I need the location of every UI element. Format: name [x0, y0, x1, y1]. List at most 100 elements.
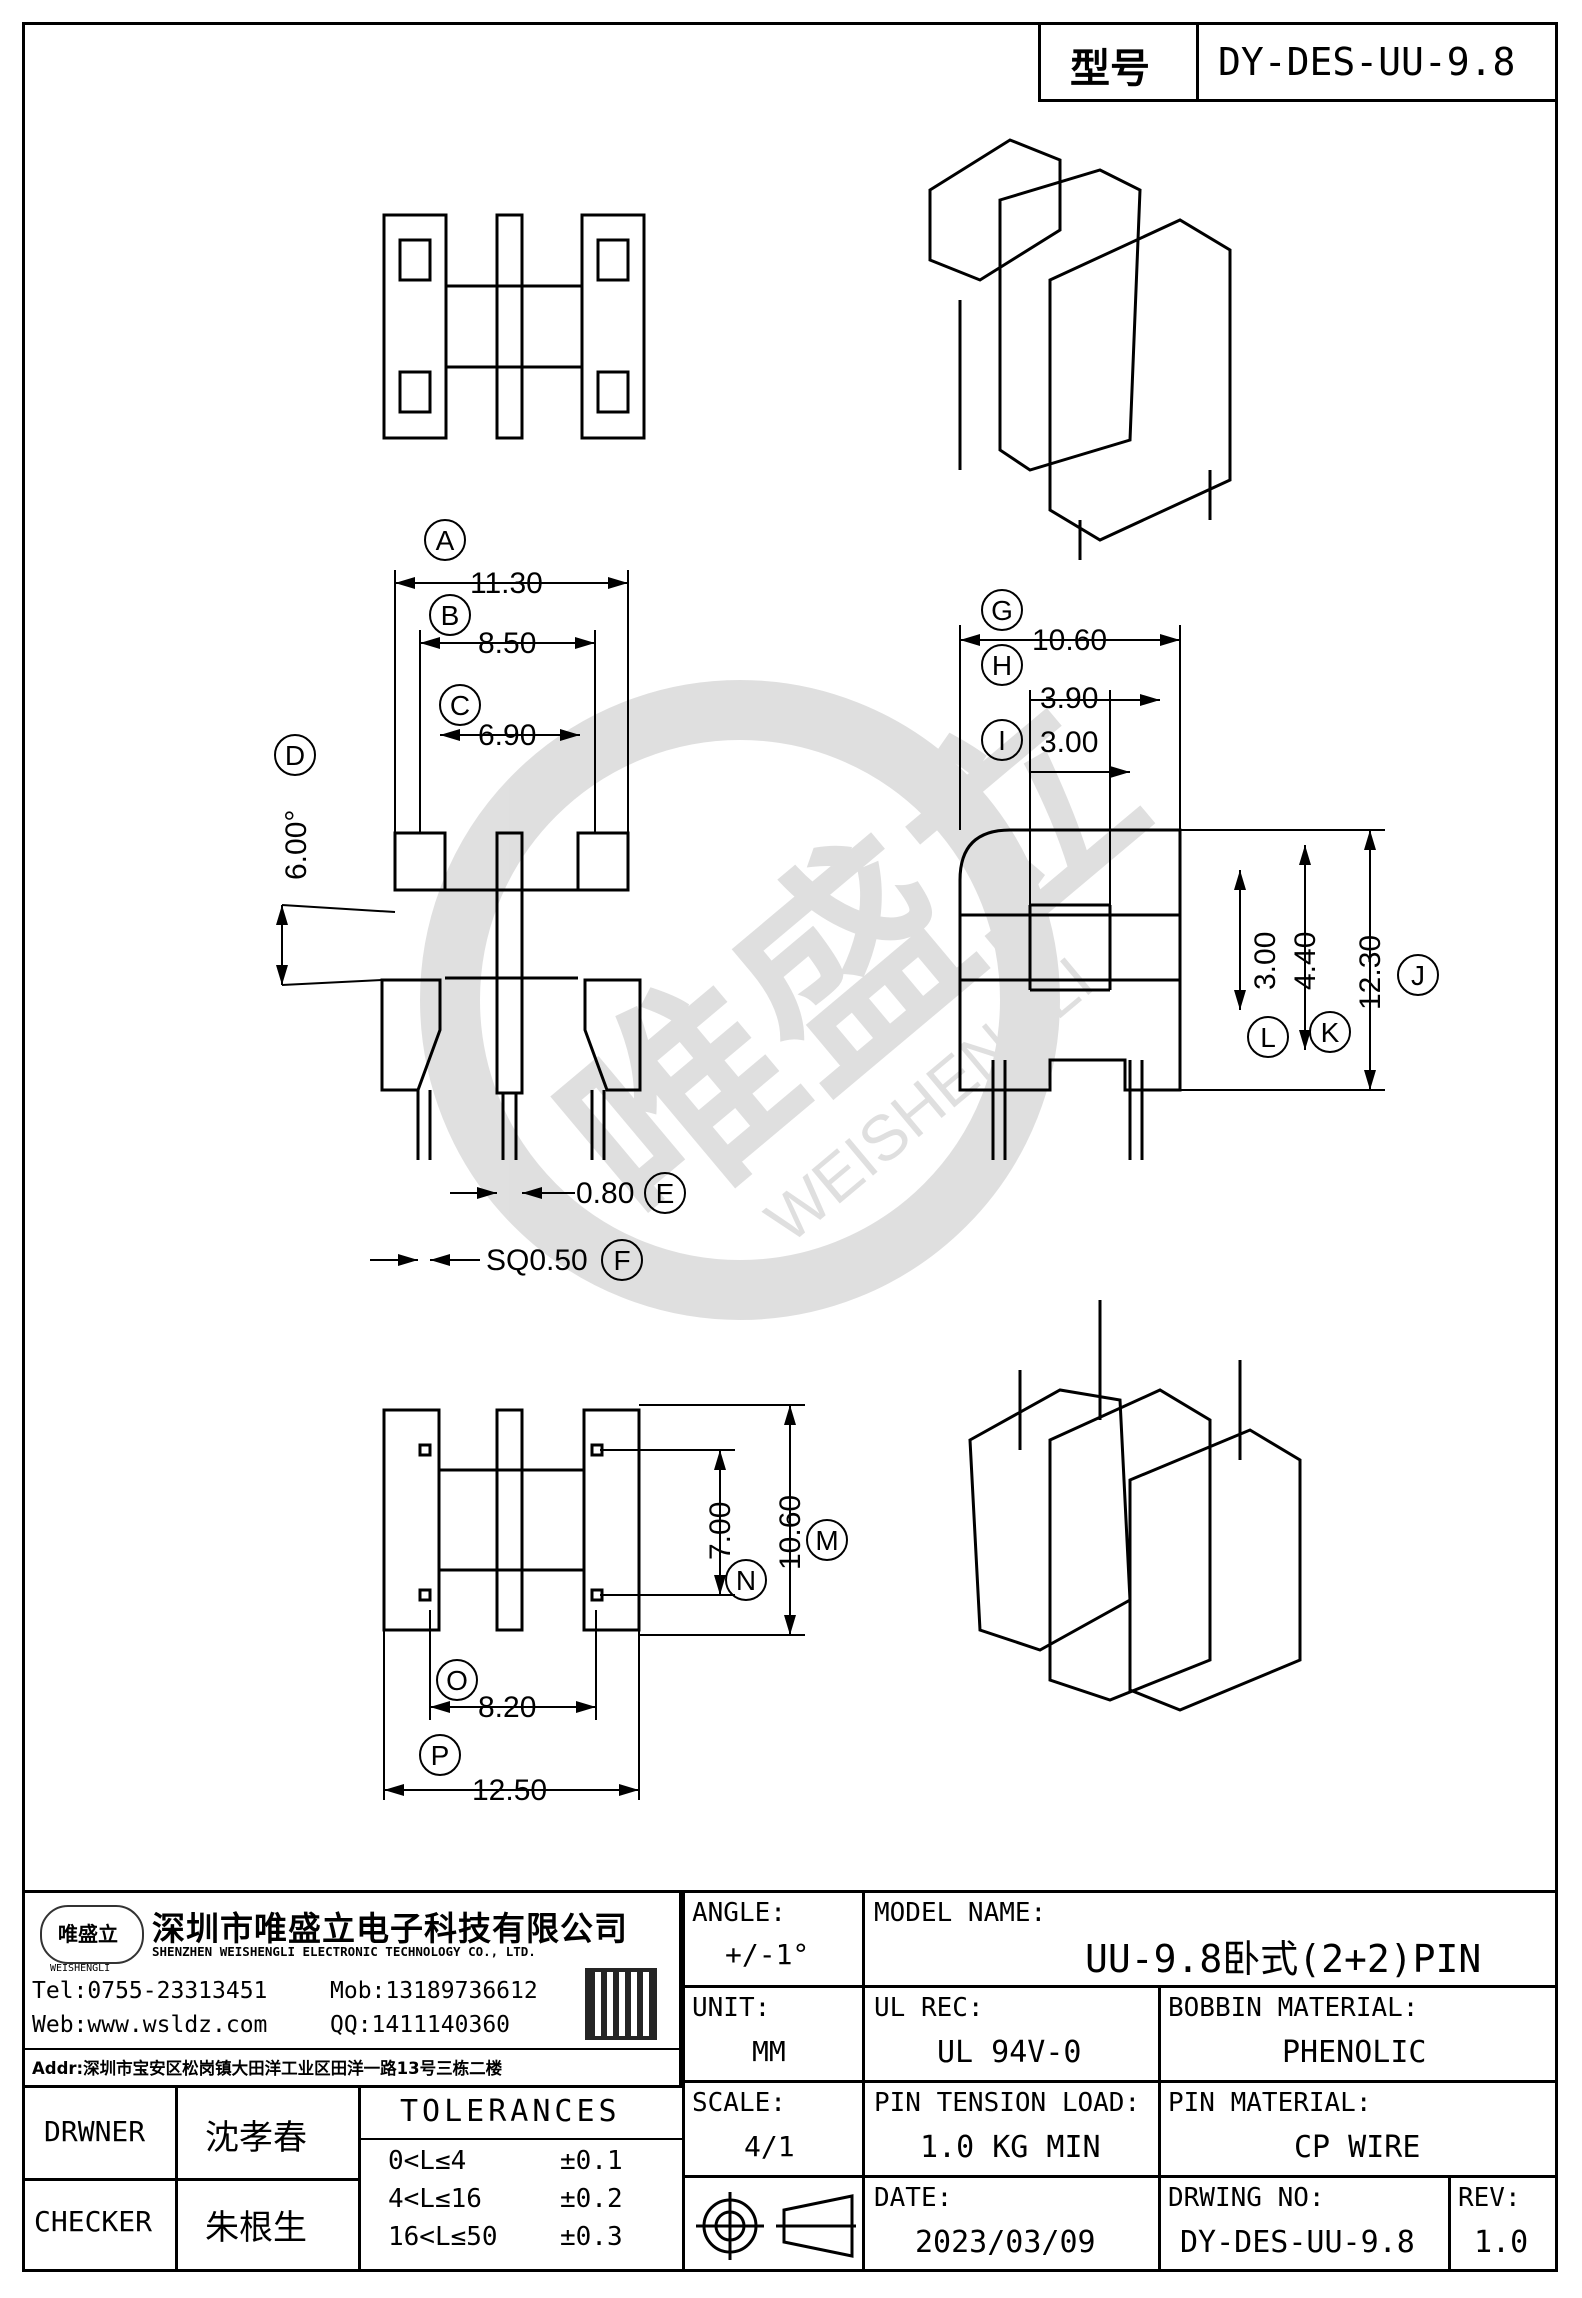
- company-addr: Addr:深圳市宝安区松岗镇大田洋工业区田洋一路13号三栋二楼: [32, 2059, 503, 2078]
- dim-H: 3.90: [1040, 682, 1098, 715]
- label-J: J: [1411, 960, 1425, 991]
- date-label: DATE:: [874, 2183, 953, 2213]
- drawer-col-line: [175, 2085, 178, 2272]
- company-logo-text: 唯盛立: [58, 1922, 118, 1946]
- dim-J: 12.30: [1354, 935, 1387, 1010]
- iso-view-bottom: [968, 1300, 1302, 1712]
- label-K: K: [1321, 1017, 1340, 1048]
- dim-N: 7.00: [704, 1502, 737, 1560]
- dim-L: 3.00: [1249, 932, 1282, 990]
- bobbin-label: BOBBIN MATERIAL:: [1168, 1993, 1419, 2023]
- company-qq: QQ:1411140360: [330, 2012, 511, 2038]
- dim-D: 6.00°: [280, 810, 313, 880]
- company-logo: [40, 1905, 144, 1964]
- grid-v4: [1448, 2175, 1451, 2272]
- top-view: [382, 213, 646, 440]
- company-name-cn: 深圳市唯盛立电子科技有限公司: [152, 1909, 628, 1948]
- tolerance-range: 0<L≤4: [388, 2146, 467, 2176]
- dim-M: 10.60: [774, 1495, 807, 1570]
- angle-value: +/-1°: [725, 1938, 810, 1971]
- qr-code: [585, 1968, 657, 2040]
- rev-label: REV:: [1458, 2183, 1521, 2213]
- model-name-label: MODEL NAME:: [874, 1898, 1047, 1928]
- drawer-value: 沈孝春: [205, 2118, 307, 2158]
- label-N: N: [736, 1565, 756, 1596]
- drawing-sheet: [22, 22, 1558, 2272]
- tolerance-value: ±0.3: [560, 2222, 623, 2252]
- label-A: A: [436, 525, 455, 556]
- header-model-box: [1038, 22, 1558, 102]
- company-mob: Mob:13189736612: [330, 1978, 538, 2004]
- pin-material-value: CP WIRE: [1294, 2130, 1421, 2165]
- company-name-en: SHENZHEN WEISHENGLI ELECTRONIC TECHNOLOG…: [152, 1944, 536, 1959]
- label-I: I: [998, 725, 1006, 756]
- company-tel: Tel:0755-23313451: [32, 1978, 268, 2004]
- model-name-value: UU-9.8卧式(2+2)PIN: [1085, 1937, 1482, 1981]
- scale-value: 4/1: [744, 2130, 795, 2163]
- label-C: C: [450, 690, 470, 721]
- rev-value: 1.0: [1474, 2225, 1529, 2260]
- dim-E: 0.80: [576, 1177, 634, 1210]
- tolerances-label: TOLERANCES: [400, 2094, 621, 2129]
- drawer-label: DRWNER: [44, 2115, 146, 2148]
- technical-drawing: 唯盛立 WEISHENGLI: [274, 138, 1439, 1807]
- dim-B: 8.50: [478, 627, 536, 660]
- label-L: L: [1260, 1022, 1276, 1053]
- tolerance-range: 4<L≤16: [388, 2184, 482, 2214]
- ul-rec-value: UL 94V-0: [937, 2035, 1082, 2070]
- grid-h1: [682, 1985, 1558, 1988]
- iso-view-top: [928, 138, 1232, 560]
- unit-value: MM: [752, 2035, 786, 2068]
- pin-material-label: PIN MATERIAL:: [1168, 2088, 1372, 2118]
- pin-tension-value: 1.0 KG MIN: [920, 2130, 1101, 2165]
- angle-label: ANGLE:: [692, 1898, 786, 1928]
- label-B: B: [441, 600, 460, 631]
- bottom-view: [382, 1408, 641, 1632]
- dim-C: 6.90: [478, 719, 536, 752]
- dim-K: 4.40: [1289, 932, 1322, 990]
- scale-label: SCALE:: [692, 2088, 786, 2118]
- dim-A: 11.30: [470, 567, 543, 600]
- checker-value: 朱根生: [205, 2208, 307, 2248]
- checker-label: CHECKER: [34, 2205, 153, 2238]
- drawing-no-value: DY-DES-UU-9.8: [1180, 2225, 1415, 2260]
- projection-symbol: [696, 2192, 856, 2260]
- label-P: P: [431, 1740, 450, 1771]
- dim-I: 3.00: [1040, 726, 1098, 759]
- company-logo-sub: WEISHENGLI: [50, 1963, 111, 1974]
- label-G: G: [991, 595, 1013, 626]
- dim-F: SQ0.50: [486, 1244, 588, 1277]
- grid-v3: [1158, 1985, 1161, 2272]
- company-web: Web:www.wsldz.com: [32, 2012, 268, 2038]
- drawer-row-line: [22, 2085, 682, 2088]
- grid-h3: [682, 2175, 1558, 2178]
- dim-P: 12.50: [472, 1774, 547, 1807]
- label-H: H: [992, 650, 1012, 681]
- label-M: M: [815, 1525, 838, 1556]
- label-E: E: [656, 1178, 675, 1209]
- tolerance-range: 16<L≤50: [388, 2222, 498, 2252]
- header-divider: [1196, 22, 1199, 102]
- unit-label: UNIT:: [692, 1993, 771, 2023]
- header-model-label: 型号: [1070, 46, 1150, 92]
- dim-G: 10.60: [1032, 624, 1107, 657]
- label-F: F: [613, 1245, 630, 1276]
- pin-tension-label: PIN TENSION LOAD:: [874, 2088, 1141, 2118]
- label-D: D: [285, 740, 305, 771]
- grid-h2: [682, 2080, 1558, 2083]
- drawer-checker-divider: [22, 2178, 360, 2181]
- label-O: O: [446, 1665, 468, 1696]
- tolerance-value: ±0.2: [560, 2184, 623, 2214]
- title-block: [22, 1890, 1558, 2272]
- ul-rec-label: UL REC:: [874, 1993, 984, 2023]
- date-value: 2023/03/09: [915, 2225, 1096, 2260]
- tolerance-value: ±0.1: [560, 2146, 623, 2176]
- bobbin-value: PHENOLIC: [1282, 2035, 1427, 2070]
- front-view: [380, 831, 642, 1160]
- company-cell: [22, 1890, 682, 2085]
- dim-O: 8.20: [478, 1691, 536, 1724]
- address-divider: [22, 2048, 682, 2050]
- side-view: [958, 828, 1182, 1160]
- header-model-value: DY-DES-UU-9.8: [1218, 40, 1516, 84]
- tolerances-header-line: [358, 2138, 682, 2140]
